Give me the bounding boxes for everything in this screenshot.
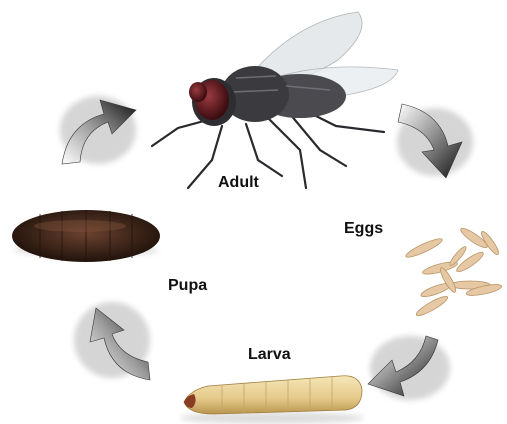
arrow-larva-to-pupa: [74, 302, 150, 380]
stage-label-adult: Adult: [218, 174, 259, 192]
larva-illustration: [180, 376, 364, 424]
pupa-illustration: [12, 210, 160, 262]
stage-label-pupa: Pupa: [168, 277, 207, 295]
arrow-adult-to-eggs: [397, 104, 473, 178]
stage-label-eggs: Eggs: [344, 220, 383, 238]
arrow-eggs-to-larva: [368, 336, 450, 400]
stage-label-larva: Larva: [248, 346, 291, 364]
eggs-illustration: [404, 226, 502, 319]
adult-fly-illustration: [152, 12, 398, 188]
arrow-pupa-to-adult: [60, 96, 136, 164]
